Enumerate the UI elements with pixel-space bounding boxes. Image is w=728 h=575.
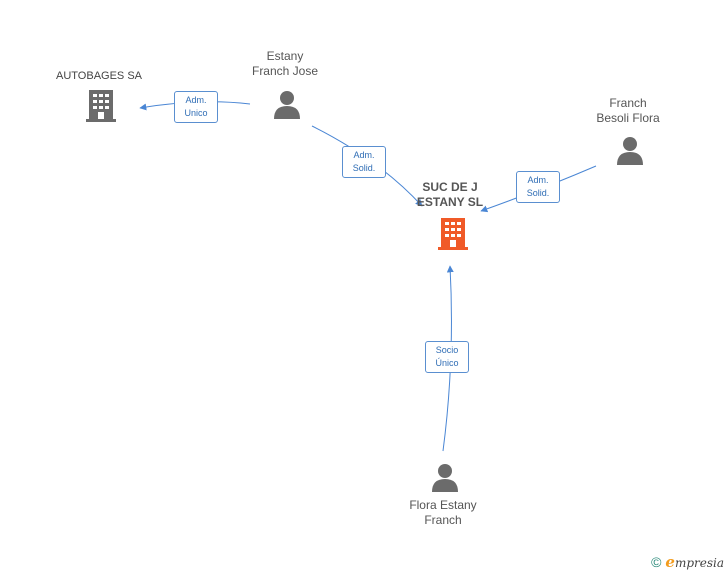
node-label-estany-jose: Estany Franch Jose [230, 49, 340, 79]
edge-socio-unico-line1: Socio [435, 345, 459, 355]
edge-adm-solid-besoli-line2: Solid. [526, 188, 550, 198]
estany-jose-line2: Franch Jose [251, 64, 319, 78]
suc-line1: SUC DE J [422, 180, 478, 194]
edge-adm-solid-jose-line1: Adm. [353, 150, 375, 160]
building-icon[interactable] [436, 216, 470, 252]
edge-label-socio-unico[interactable]: Socio Único [425, 341, 469, 373]
node-label-autobages: AUTOBAGES SA [52, 69, 146, 84]
person-icon[interactable] [615, 135, 645, 167]
edge-socio-unico-line2: Único [435, 358, 459, 368]
node-label-suc: SUC DE J ESTANY SL [400, 180, 500, 210]
besoli-line2: Besoli Flora [596, 111, 660, 125]
flora-line2: Franch [424, 513, 462, 527]
besoli-line1: Franch [609, 96, 647, 110]
estany-jose-line1: Estany [266, 49, 304, 63]
edge-label-adm-solid-jose[interactable]: Adm. Solid. [342, 146, 386, 178]
edge-label-adm-unico[interactable]: Adm. Unico [174, 91, 218, 123]
edge-adm-unico-line2: Unico [184, 108, 208, 118]
copyright-icon: © [651, 554, 662, 570]
autobages-label: AUTOBAGES SA [56, 70, 142, 82]
node-label-flora: Flora Estany Franch [390, 498, 496, 528]
edge-adm-unico-line1: Adm. [185, 95, 207, 105]
flora-line1: Flora Estany [409, 498, 477, 512]
brand-initial: e [665, 553, 675, 571]
edge-adm-solid-besoli-line1: Adm. [527, 175, 549, 185]
person-icon[interactable] [430, 462, 460, 494]
building-icon[interactable] [85, 88, 117, 124]
brand-rest: mpresia [674, 556, 724, 570]
node-label-besoli: Franch Besoli Flora [575, 96, 681, 126]
footer-brand: © empresia [651, 553, 724, 571]
suc-line2: ESTANY SL [416, 195, 484, 209]
person-icon[interactable] [272, 89, 302, 121]
empresia-logo[interactable]: empresia [665, 553, 724, 571]
edge-adm-solid-jose-line2: Solid. [352, 163, 376, 173]
edge-label-adm-solid-besoli[interactable]: Adm. Solid. [516, 171, 560, 203]
